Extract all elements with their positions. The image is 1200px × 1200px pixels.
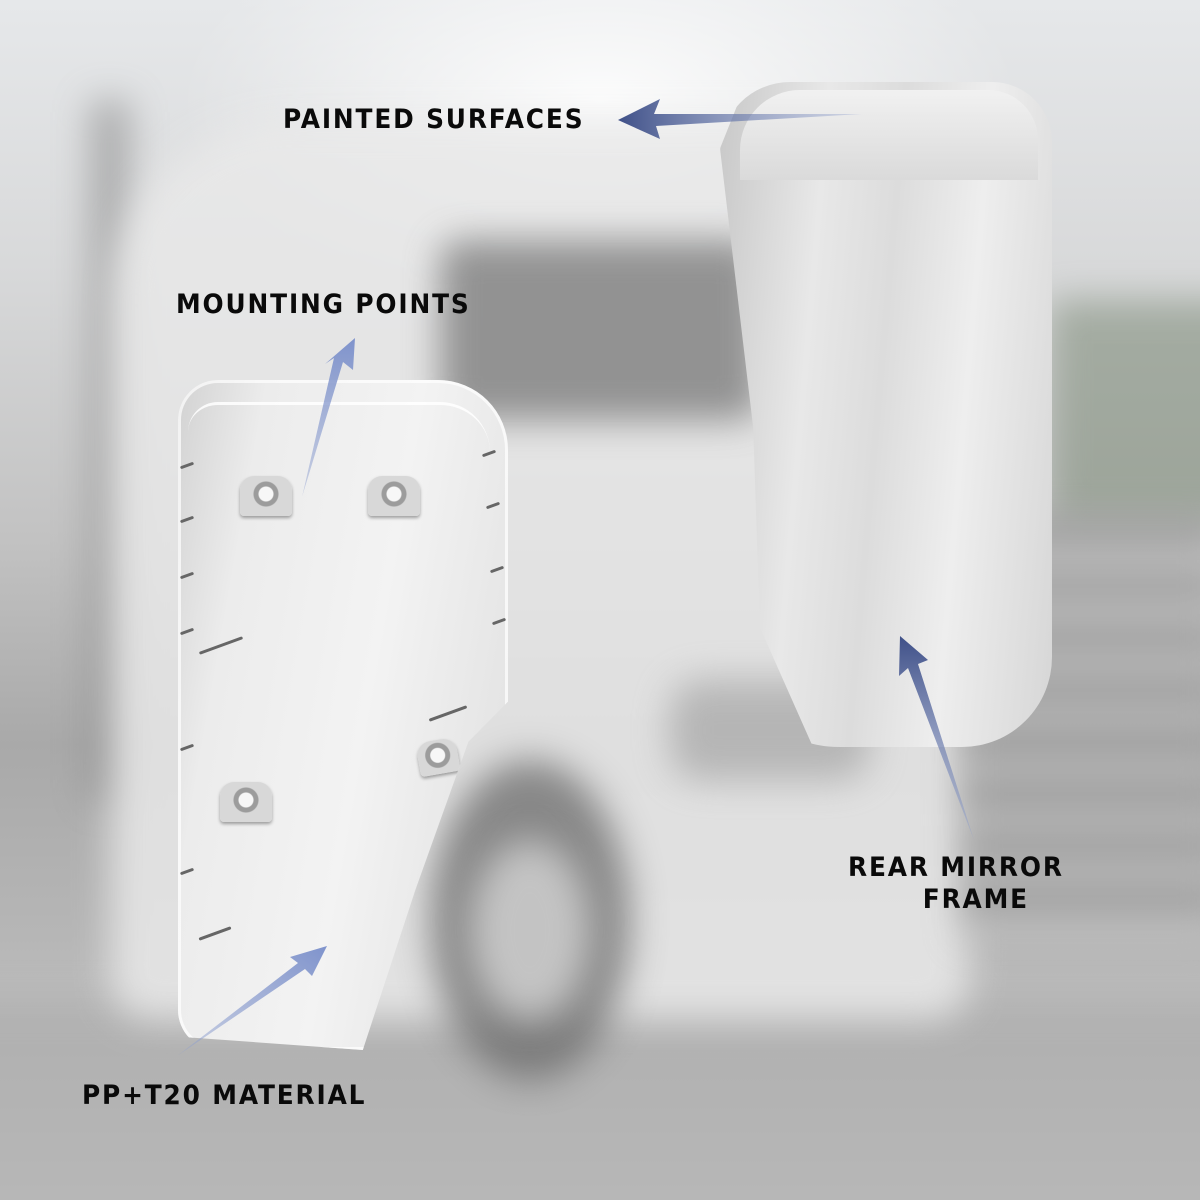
cover-top-band xyxy=(740,90,1038,180)
mirror-cover-outer-view xyxy=(720,82,1052,747)
edge-tab xyxy=(198,636,244,655)
mounting-clip xyxy=(368,476,420,516)
label-painted-surfaces: PAINTED SURFACES xyxy=(283,104,585,135)
edge-tab xyxy=(179,867,195,876)
truck-wheel-hub xyxy=(470,840,590,1020)
edge-tab xyxy=(491,617,507,626)
label-material: PP+T20 MATERIAL xyxy=(82,1080,367,1111)
label-rear-mirror-frame-line1: REAR MIRROR xyxy=(848,852,1064,883)
cover-rim xyxy=(188,402,490,465)
edge-tab xyxy=(198,926,232,941)
mounting-clip xyxy=(415,736,461,778)
edge-tab xyxy=(179,743,195,752)
edge-tab xyxy=(179,571,195,580)
mounting-clip xyxy=(220,782,272,822)
truck-windshield xyxy=(440,240,760,420)
mounting-clip xyxy=(240,476,292,516)
label-rear-mirror-frame: REAR MIRROR FRAME xyxy=(848,852,1064,916)
label-rear-mirror-frame-line2: FRAME xyxy=(922,884,1029,915)
edge-tab xyxy=(428,705,468,722)
edge-tab xyxy=(179,461,195,470)
trees xyxy=(1050,300,1200,520)
edge-tab xyxy=(489,565,505,574)
label-mounting-points: MOUNTING POINTS xyxy=(176,289,471,320)
edge-tab xyxy=(179,627,195,636)
edge-tab xyxy=(485,501,501,510)
edge-tab xyxy=(179,515,195,524)
